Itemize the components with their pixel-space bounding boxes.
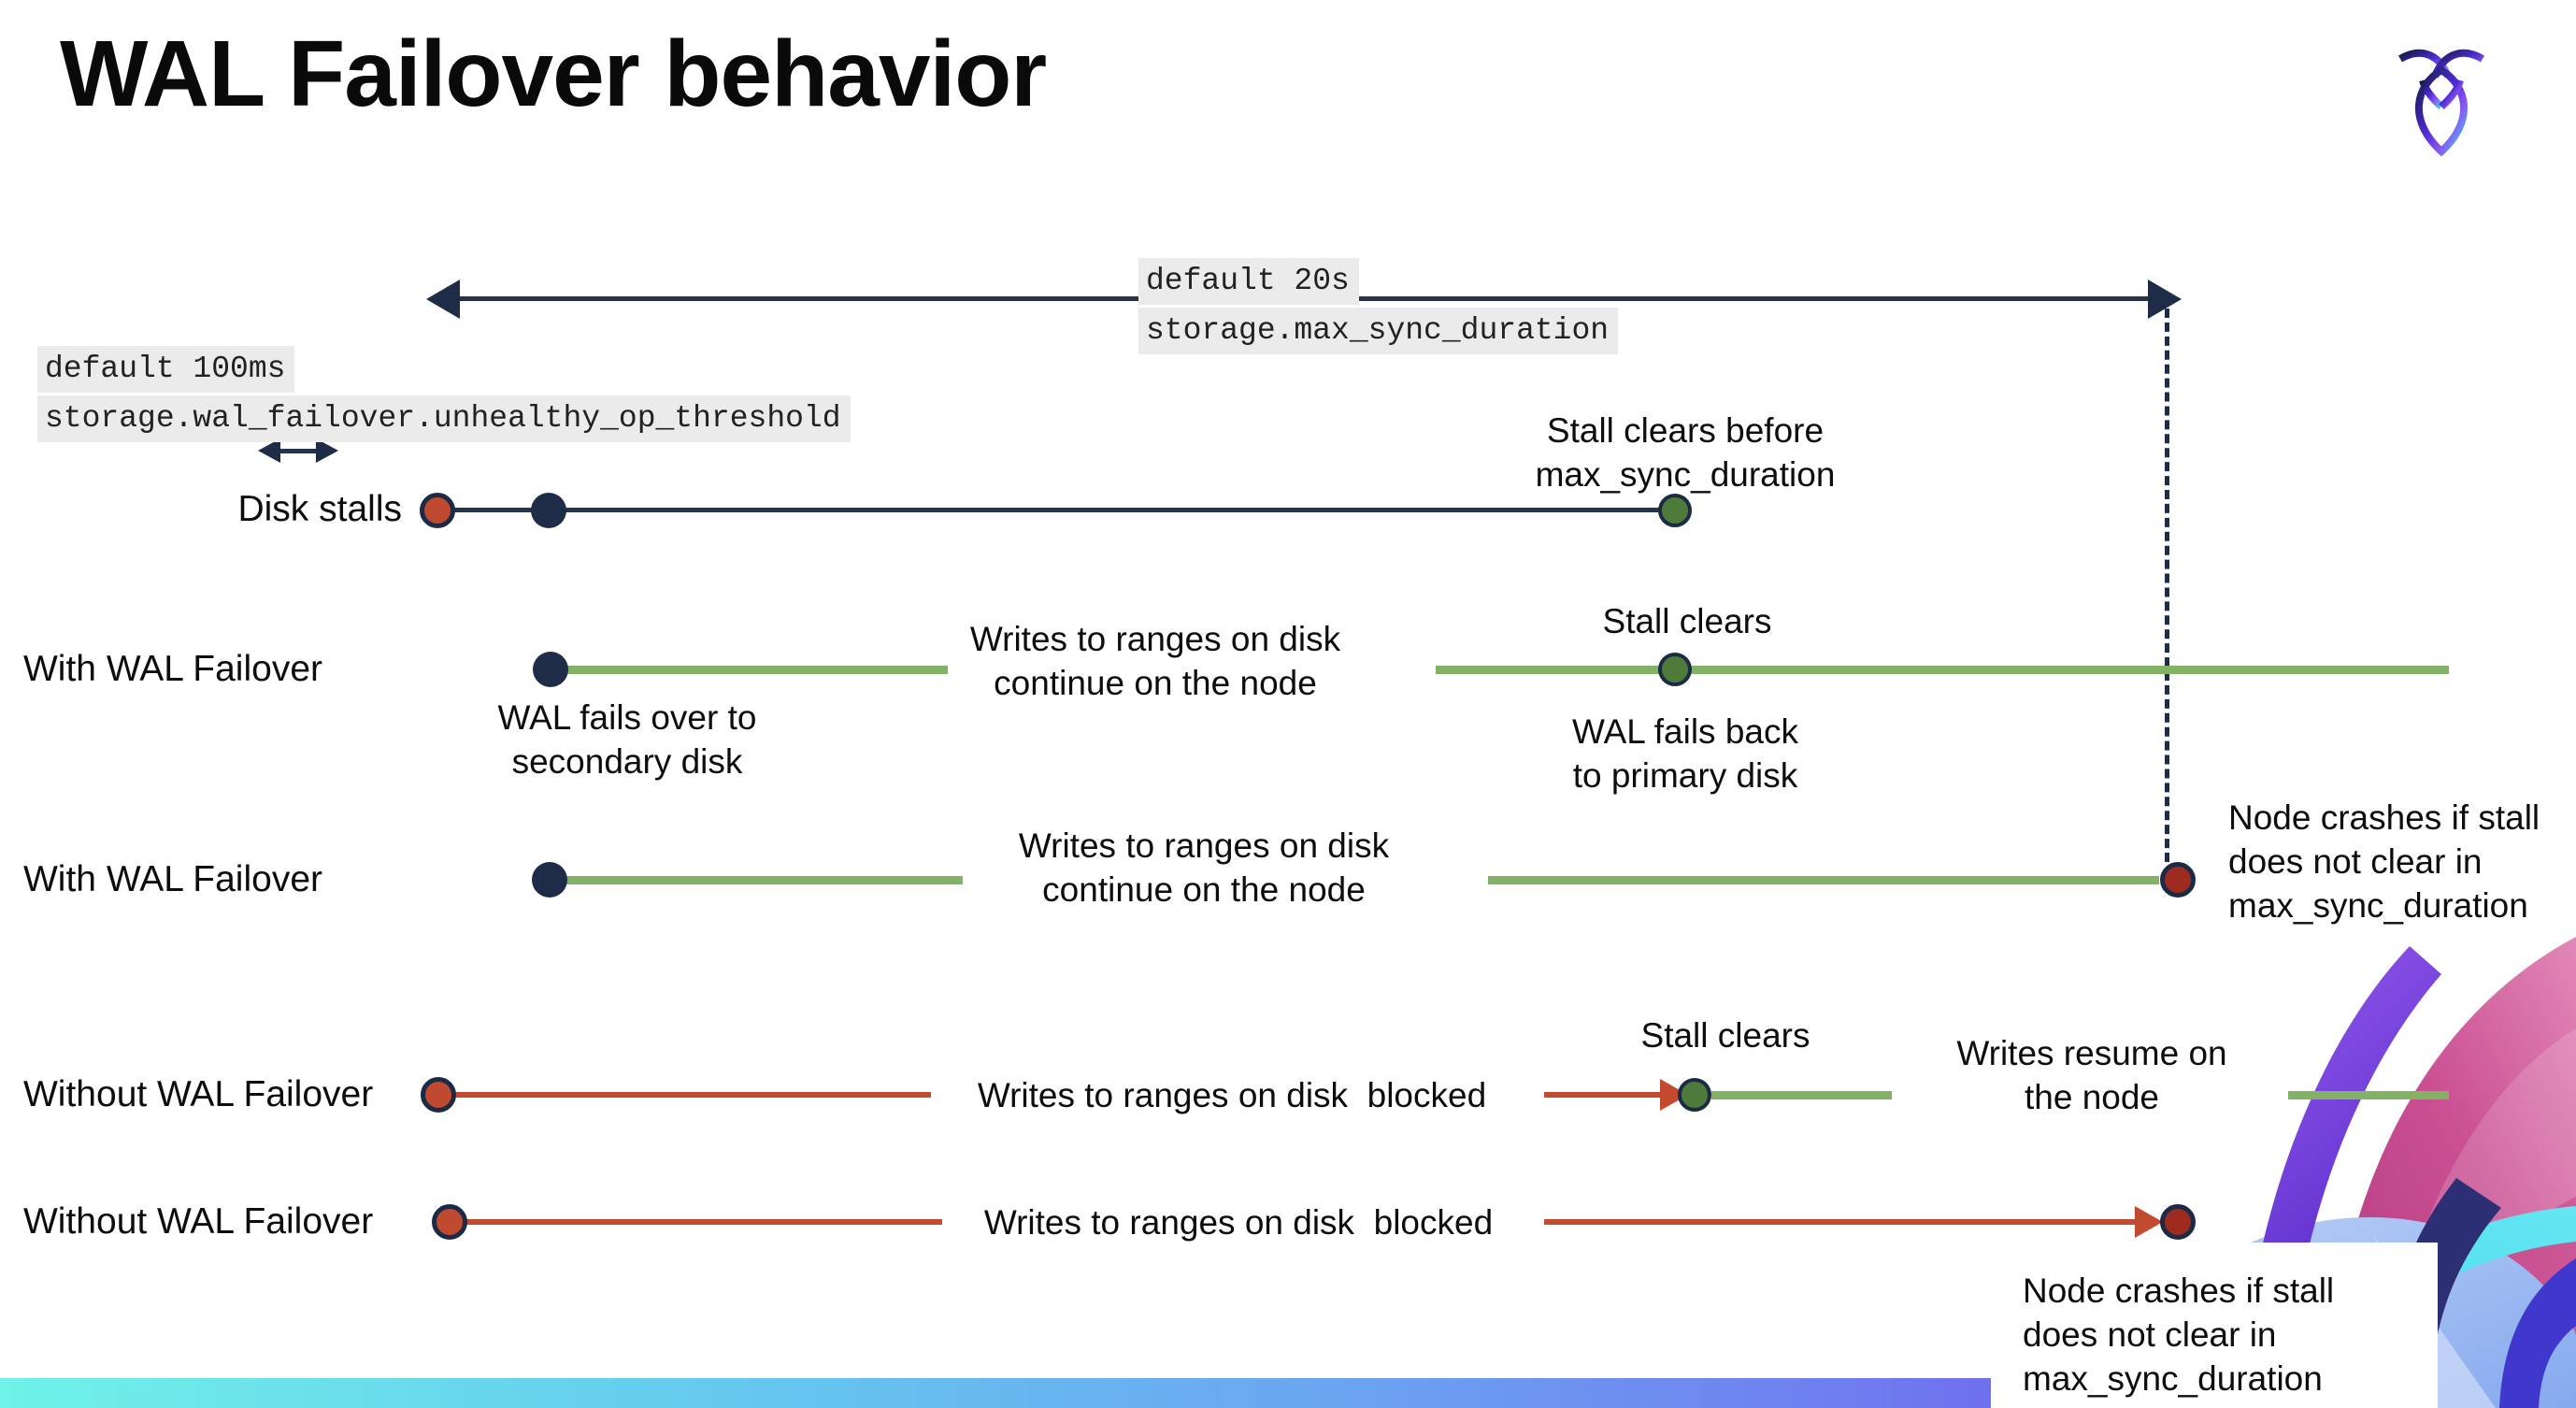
wal-fails-over-note: WAL fails over to secondary disk [497, 698, 757, 781]
setting-default-value: default 20s [1138, 258, 1359, 305]
setting-max-sync-duration: default 20s storage.max_sync_duration [1138, 258, 1619, 357]
stall-clears-dot-3 [1678, 1078, 1711, 1112]
disk-stalls-timeline [437, 508, 1675, 512]
disk-stall-dot-3 [421, 1077, 456, 1113]
disk-stall-start-dot [420, 493, 455, 528]
max-sync-duration-dashed-line [2165, 309, 2169, 862]
writes-blocked2-line-b [1544, 1219, 2137, 1225]
row-label-with-wal-failover-1: With WAL Failover [23, 649, 322, 689]
writes-blocked-note-1: Writes to ranges on disk blocked [977, 1076, 1487, 1114]
row-label-disk-stalls: Disk stalls [237, 489, 402, 529]
setting-default-value: default 100ms [37, 346, 295, 393]
writes-blocked-line-b [1544, 1092, 1662, 1098]
node-crash-dot-2 [2160, 1204, 2196, 1240]
writes-continue2-line-b [1488, 876, 2159, 884]
stall-clears-label-2: Stall clears [1640, 1016, 1810, 1055]
unhealthy-threshold-arrow-line [277, 449, 320, 453]
failover-threshold-dot [531, 493, 566, 528]
wal-fails-back-note: WAL fails back to primary disk [1572, 712, 1798, 795]
setting-name: storage.max_sync_duration [1138, 308, 1619, 354]
writes-continue-line-b [1436, 666, 2449, 674]
setting-unhealthy-op-threshold: default 100ms storage.wal_failover.unhea… [37, 346, 851, 445]
wal-failover-dot [533, 652, 568, 687]
node-crash-note-2: Node crashes if stall does not clear in … [2023, 1272, 2335, 1398]
stall-clears-dot [1658, 494, 1692, 527]
stall-clears-dot-2 [1658, 653, 1692, 686]
writes-continue2-line-a [565, 876, 963, 884]
red-arrowhead-icon-2 [2135, 1206, 2163, 1238]
arrow-left-head-icon [426, 280, 460, 319]
writes-blocked-note-2: Writes to ranges on disk blocked [983, 1203, 1494, 1242]
writes-continue-note-2: Writes to ranges on disk continue on the… [1018, 826, 1390, 909]
row-label-with-wal-failover-2: With WAL Failover [23, 859, 322, 899]
setting-name: storage.wal_failover.unhealthy_op_thresh… [37, 395, 851, 442]
small-arrow-left-head-icon [258, 438, 280, 463]
node-crash-dot-1 [2160, 862, 2196, 898]
cockroachdb-logo-icon [2397, 43, 2486, 162]
writes-resume-note: Writes resume on the node [1956, 1034, 2227, 1116]
disk-stall-dot-4 [432, 1204, 467, 1240]
row-label-without-wal-failover-2: Without WAL Failover [23, 1201, 374, 1242]
wal-failover-dot-2 [532, 862, 567, 898]
writes-blocked2-line-a [466, 1219, 942, 1225]
writes-continue-line-a [565, 666, 948, 674]
row-label-without-wal-failover-1: Without WAL Failover [23, 1074, 374, 1114]
writes-resume-line [1711, 1091, 1892, 1099]
node-crash-note-1: Node crashes if stall does not clear in … [2228, 798, 2540, 925]
small-arrow-right-head-icon [316, 438, 338, 463]
writes-continue-note-1: Writes to ranges on disk continue on the… [969, 620, 1341, 702]
writes-resume-line-far [2288, 1091, 2449, 1099]
stall-clears-before-note: Stall clears before max_sync_duration [1535, 411, 1836, 494]
writes-blocked-line-a [455, 1092, 931, 1098]
node-crash-callout: Node crashes if stall does not clear in … [1991, 1243, 2438, 1408]
stall-clears-label-1: Stall clears [1602, 602, 1772, 640]
page-title: WAL Failover behavior [60, 22, 1047, 126]
